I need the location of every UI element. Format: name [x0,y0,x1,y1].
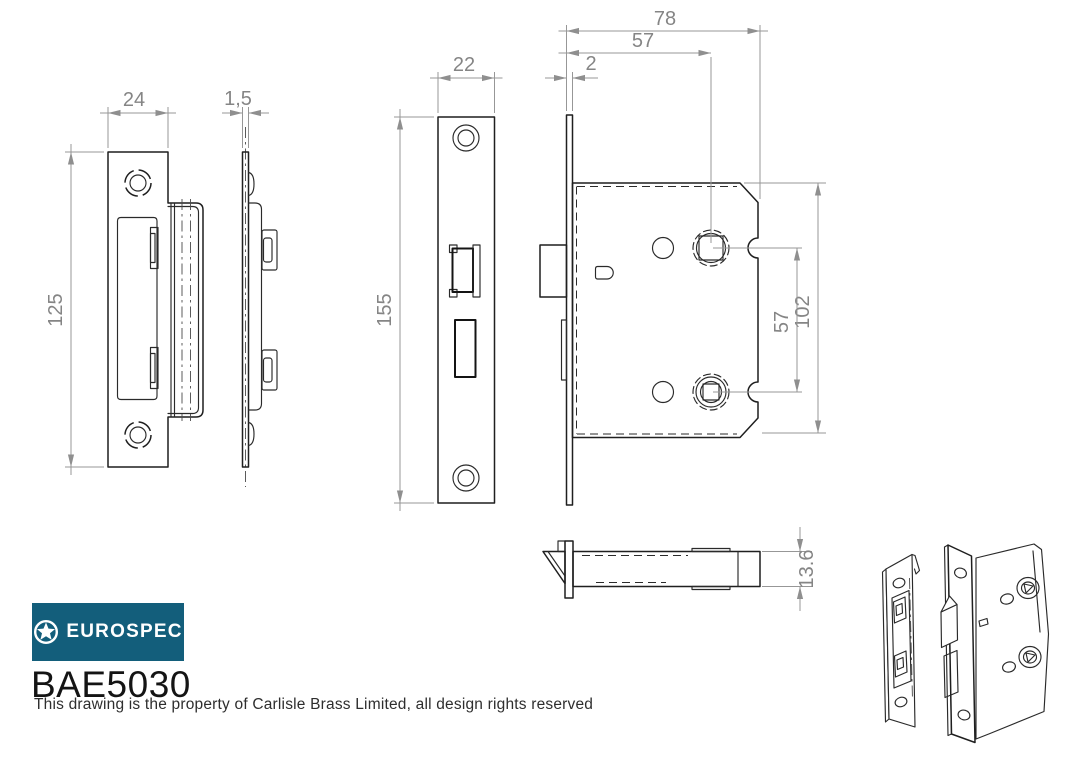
dim-faceplate-width-label: 22 [453,54,475,76]
dim-case-depth-label: 78 [654,8,676,30]
brand-name: EUROSPEC [66,621,183,642]
dim-case-thickness-label: 13.6 [796,550,818,589]
isometric-assembly-view [881,543,1050,744]
strike-plate-side-view: 1,5 [222,88,278,487]
eurospec-star-icon [34,619,59,645]
dim-strike-height-label: 125 [45,293,67,326]
dim-faceplate-height-label: 155 [374,293,396,326]
isometric-lock-faceplate [940,544,976,744]
lock-case-bottom-view: 13.6 [542,527,818,611]
dim-backset-label: 57 [632,30,654,52]
dim-strike-width-label: 24 [123,89,145,111]
product-code: BAE5030 [31,664,191,705]
isometric-strike-plate [881,553,921,728]
faceplate-front-view: 22 155 [374,54,503,511]
eurospec-logo: EUROSPEC [32,603,184,661]
dim-case-height-label: 102 [792,295,814,328]
dim-follower-centres-label: 57 [771,311,793,333]
isometric-lock-case [975,543,1050,740]
dim-faceplate-offset-label: 2 [585,53,596,75]
strike-plate-front-view: 24 125 [45,89,204,475]
dim-strike-thickness-label: 1,5 [224,88,252,110]
copyright-disclaimer: This drawing is the property of Carlisle… [34,696,594,713]
lock-case-side-view: 78 57 2 102 57 [539,8,826,506]
